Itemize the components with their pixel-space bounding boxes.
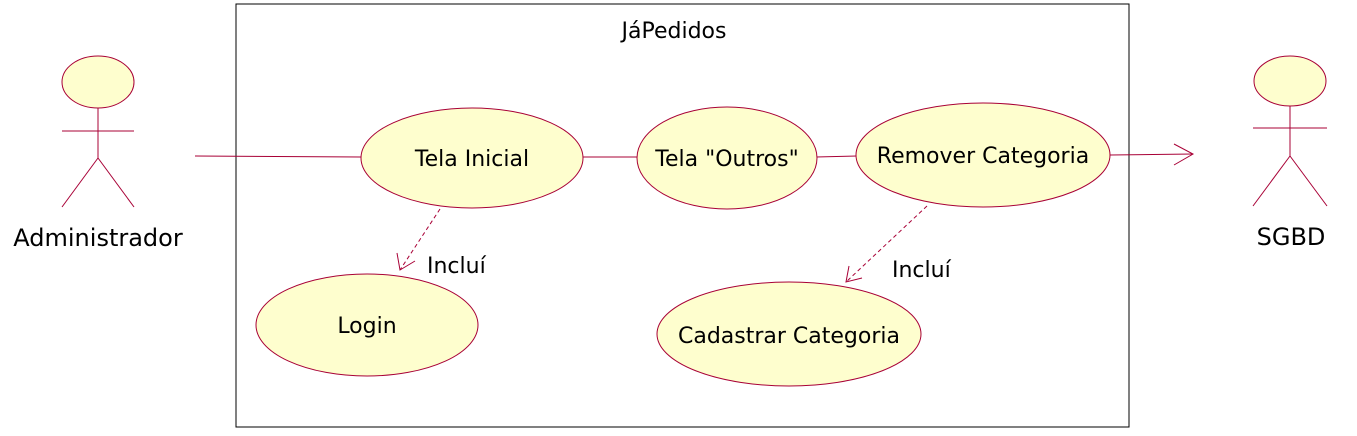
- stick-figure-icon: [61, 55, 135, 208]
- system-boundary: [235, 3, 1130, 428]
- use-case-login[interactable]: Login: [255, 273, 479, 377]
- actor-administrador[interactable]: Administrador: [13, 55, 183, 252]
- system-title: JáPedidos: [620, 19, 727, 44]
- use-case-label: Tela Inicial: [414, 147, 529, 172]
- arrowhead-open-icon: [845, 265, 863, 283]
- use-case-tela-inicial[interactable]: Tela Inicial: [360, 107, 584, 209]
- include-remover-categoria-cadastrar-categoria: Incluí: [845, 205, 952, 283]
- actor-label-administrador: Administrador: [13, 224, 183, 252]
- actor-sgbd[interactable]: SGBD: [1252, 55, 1328, 251]
- association-admin-tela-inicial: [194, 155, 362, 158]
- use-case-label: Tela "Outros": [654, 147, 798, 172]
- use-case-tela-outros[interactable]: Tela "Outros": [636, 106, 818, 210]
- use-case-remover-categoria[interactable]: Remover Categoria: [855, 102, 1111, 208]
- include-label: Incluí: [427, 254, 487, 279]
- use-case-label: Remover Categoria: [877, 144, 1089, 169]
- use-case-cadastrar-categoria[interactable]: Cadastrar Categoria: [656, 281, 922, 387]
- association-remover-categoria-sgbd: [1109, 143, 1195, 166]
- actor-label-sgbd: SGBD: [1257, 223, 1326, 251]
- arrowhead-open-icon: [396, 252, 416, 271]
- arrowhead-open-icon: [1173, 143, 1195, 166]
- include-tela-inicial-login: Incluí: [396, 208, 487, 279]
- stick-figure-icon: [1252, 55, 1328, 207]
- association-tela-outros-remover-categoria: [815, 155, 858, 158]
- use-case-label: Login: [337, 314, 396, 339]
- include-label: Incluí: [892, 258, 952, 283]
- use-case-label: Cadastrar Categoria: [678, 324, 900, 349]
